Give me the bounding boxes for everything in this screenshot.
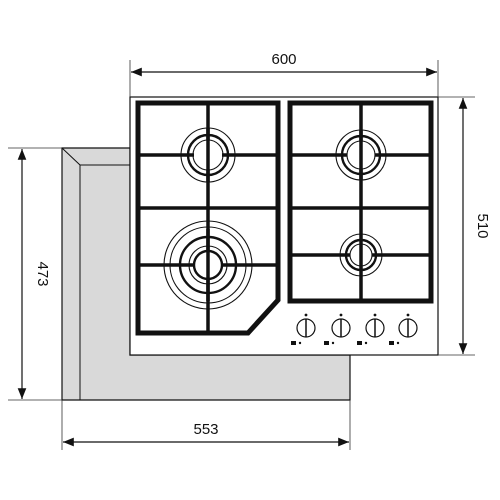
dim-label-left: 473 — [34, 261, 51, 286]
burner-symbol-icon — [291, 341, 296, 345]
knob-3[interactable] — [357, 313, 385, 345]
right-grate — [287, 100, 434, 304]
dimension-top: 600 — [131, 51, 437, 77]
left-grate — [135, 100, 281, 336]
knob-1[interactable] — [291, 313, 316, 345]
dimension-bottom: 553 — [63, 421, 349, 447]
grate-fingers — [172, 128, 386, 301]
dimension-left: 473 — [17, 149, 51, 399]
knob-4[interactable] — [389, 313, 418, 345]
burner-symbol-icon — [389, 341, 394, 345]
dim-label-bottom: 553 — [193, 421, 218, 438]
dim-label-top: 600 — [271, 51, 296, 68]
burner-symbol-icon — [357, 341, 362, 345]
knob-2[interactable] — [324, 313, 351, 345]
dimension-right: 510 — [458, 98, 491, 354]
burner-symbol-icon — [324, 341, 329, 345]
extension-lines — [8, 60, 475, 450]
dim-label-right: 510 — [474, 213, 491, 238]
control-panel — [291, 313, 418, 345]
hob-outline — [129, 96, 439, 356]
